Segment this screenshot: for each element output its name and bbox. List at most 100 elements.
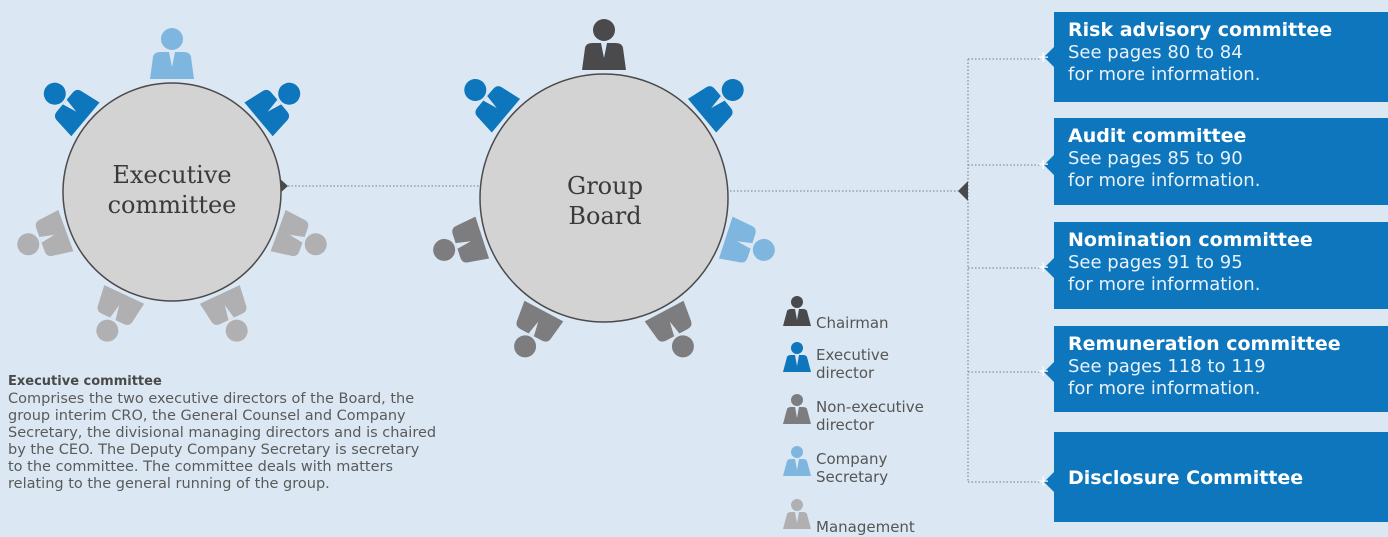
legend-person-collar bbox=[795, 512, 799, 523]
remuneration-committee-box[interactable]: + Remuneration committee See pages 118 t… bbox=[1037, 326, 1388, 412]
person-head bbox=[752, 238, 775, 261]
person-head bbox=[43, 82, 66, 105]
executive-committee-seat bbox=[43, 82, 100, 137]
disclosure-committee-box[interactable]: + Disclosure Committee bbox=[1037, 432, 1388, 522]
executive-committee-seats bbox=[17, 28, 327, 342]
committee-pages: See pages 118 to 119 bbox=[1068, 356, 1266, 377]
person-head bbox=[514, 335, 537, 358]
legend-person-collar bbox=[795, 407, 799, 418]
description-line: Comprises the two executive directors of… bbox=[8, 391, 415, 407]
person-collar bbox=[224, 305, 234, 321]
person-collar bbox=[62, 99, 77, 112]
committee-title: Remuneration committee bbox=[1068, 333, 1341, 355]
person-body bbox=[644, 300, 692, 342]
nomination-committee-box[interactable]: + Nomination committee See pages 91 to 9… bbox=[1037, 222, 1388, 309]
circle-label-line: Group bbox=[567, 172, 643, 200]
person-body bbox=[452, 216, 490, 263]
committee-pages: See pages 80 to 84 bbox=[1068, 42, 1243, 63]
circle-label-line: Board bbox=[568, 202, 642, 230]
person-collar bbox=[455, 241, 471, 249]
group-board-table bbox=[479, 73, 729, 323]
plus-icon[interactable]: + bbox=[1037, 48, 1050, 66]
legend-person-head bbox=[791, 499, 803, 511]
group-board-seats bbox=[433, 19, 775, 358]
legend-person-icon bbox=[783, 296, 811, 326]
box-notch bbox=[1044, 258, 1054, 278]
person-head bbox=[161, 28, 183, 50]
executive-committee-seat bbox=[96, 285, 145, 342]
plus-icon[interactable]: + bbox=[1037, 472, 1050, 490]
legend-label-line: Non-executive bbox=[816, 398, 924, 416]
person-head bbox=[225, 319, 248, 342]
group-board-seat bbox=[687, 78, 744, 133]
person-head bbox=[721, 78, 744, 101]
box-notch bbox=[1044, 472, 1054, 492]
group-board-seat bbox=[582, 19, 626, 70]
legend-item-non-executive-director: Non-executive director bbox=[782, 398, 924, 434]
committee-title: Risk advisory committee bbox=[1068, 19, 1333, 41]
plus-icon[interactable]: + bbox=[1037, 155, 1050, 173]
legend-label: Company Secretary bbox=[816, 450, 888, 486]
committee-more-info: for more information. bbox=[1068, 64, 1261, 85]
legend-item-chairman: Chairman bbox=[782, 314, 889, 332]
box-notch bbox=[1044, 155, 1054, 175]
legend-person-head bbox=[791, 446, 803, 458]
description-heading: Executive committee bbox=[8, 374, 162, 389]
legend-person-icon bbox=[783, 446, 811, 476]
executive-committee-seat bbox=[17, 209, 74, 257]
description-line: by the CEO. The Deputy Company Secretary… bbox=[8, 442, 420, 458]
legend-item-executive-director: Executive director bbox=[782, 346, 889, 382]
legend-label: Management bbox=[816, 518, 915, 536]
person-collar bbox=[669, 321, 680, 337]
legend-label-line: director bbox=[816, 364, 875, 382]
description-line: group interim CRO, the General Counsel a… bbox=[8, 408, 406, 424]
risk-advisory-committee-box[interactable]: + Risk advisory committee See pages 80 t… bbox=[1037, 12, 1388, 102]
committee-title: Disclosure Committee bbox=[1068, 467, 1304, 489]
committee-more-info: for more information. bbox=[1068, 274, 1261, 295]
person-collar bbox=[110, 305, 120, 321]
group-board-seat bbox=[718, 216, 775, 263]
box-notch bbox=[1044, 362, 1054, 382]
executive-committee-seat bbox=[150, 28, 194, 79]
board-connector-arrow bbox=[958, 181, 968, 201]
person-head bbox=[278, 82, 301, 105]
executive-committee-seat bbox=[270, 209, 327, 257]
executive-committee-description: Executive committee Comprises the two ex… bbox=[8, 373, 508, 493]
legend-person-icon bbox=[783, 342, 811, 372]
legend-person-head bbox=[791, 342, 803, 354]
legend-label-line: Company bbox=[816, 450, 888, 468]
person-body bbox=[718, 216, 756, 263]
person-collar bbox=[267, 99, 282, 112]
legend-label-line: director bbox=[816, 416, 875, 434]
plus-icon[interactable]: + bbox=[1037, 362, 1050, 380]
legend-label: Executive director bbox=[816, 346, 889, 382]
legend-label: Chairman bbox=[816, 314, 889, 332]
legend-item-management: Management bbox=[782, 518, 915, 536]
person-body bbox=[97, 285, 145, 325]
person-head bbox=[464, 78, 487, 101]
legend-person-icon bbox=[783, 499, 811, 529]
person-collar bbox=[483, 96, 497, 108]
description-line: relating to the general running of the g… bbox=[8, 476, 330, 492]
description-line: Secretary, the divisional managing direc… bbox=[8, 425, 437, 441]
person-collar bbox=[737, 241, 753, 249]
person-head bbox=[593, 19, 615, 41]
circle-label-line: Executive bbox=[112, 161, 232, 189]
committee-title: Audit committee bbox=[1068, 125, 1247, 147]
audit-committee-box[interactable]: + Audit committee See pages 85 to 90 for… bbox=[1037, 118, 1388, 205]
person-collar bbox=[39, 234, 55, 243]
group-board-label: Group Board bbox=[520, 171, 690, 231]
plus-icon[interactable]: + bbox=[1037, 258, 1050, 276]
person-body bbox=[199, 285, 247, 325]
person-collar bbox=[528, 321, 539, 337]
legend-person-icon bbox=[783, 394, 811, 424]
legend-item-company-secretary: Company Secretary bbox=[782, 450, 888, 486]
committee-more-info: for more information. bbox=[1068, 378, 1261, 399]
person-head bbox=[96, 319, 119, 342]
person-collar bbox=[601, 43, 607, 58]
person-head bbox=[433, 238, 456, 261]
person-head bbox=[17, 233, 40, 256]
person-head bbox=[304, 233, 327, 256]
legend-person-head bbox=[791, 394, 803, 406]
